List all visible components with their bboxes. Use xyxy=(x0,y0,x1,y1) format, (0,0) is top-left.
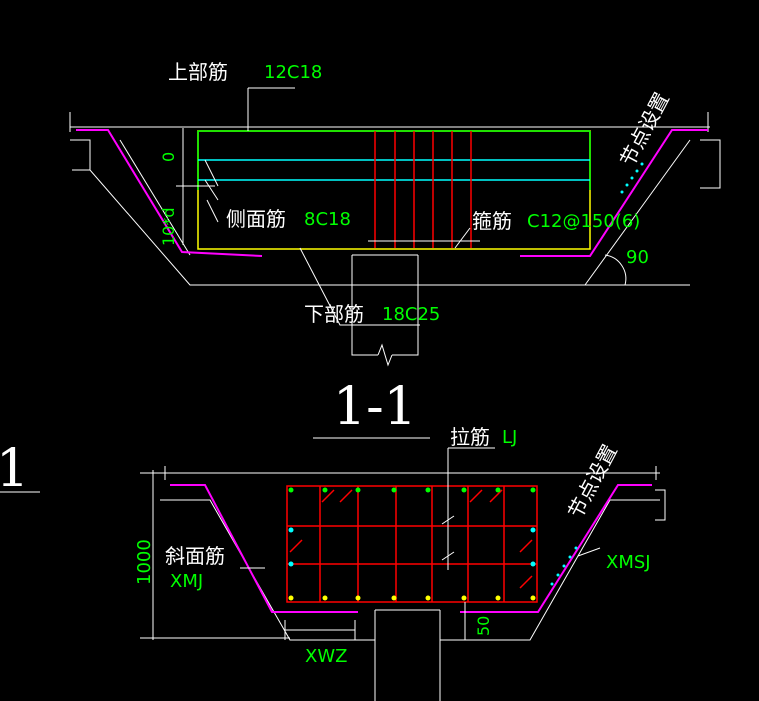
bottom-bar-label: 下部筋 xyxy=(304,302,364,326)
rebar-dots xyxy=(288,487,536,601)
pit-outline-right xyxy=(440,499,660,641)
slope-bar-left-bottom xyxy=(170,484,358,613)
stirrup-label: 箍筋 xyxy=(472,209,512,233)
tie-bar-leader-tick-1 xyxy=(441,515,455,525)
node-dots-top xyxy=(620,162,644,194)
stirrup-value: C12@150(6) xyxy=(527,211,640,232)
section-title-group: 1-1 1 xyxy=(0,377,430,499)
bottom-bar-value: 18C25 xyxy=(382,304,440,325)
dim-10d: 10*d xyxy=(159,207,178,246)
slope-bar-right-bottom xyxy=(460,484,652,613)
slope-stirrup-value: XMSJ xyxy=(606,552,651,573)
stirrup-leader xyxy=(454,227,471,249)
dim-xwz: XWZ xyxy=(305,646,347,667)
slope-bar-value: XMJ xyxy=(170,571,203,592)
tie-bar-value: LJ xyxy=(502,427,517,448)
top-bar-label: 上部筋 xyxy=(168,60,228,84)
section-title: 1-1 xyxy=(333,377,417,437)
pit-slope-right xyxy=(584,139,691,286)
slope-bar-right xyxy=(520,129,708,257)
tie-bar-label: 拉筋 xyxy=(450,425,490,449)
rebar-cage-grid xyxy=(287,486,537,602)
tie-bar-leader-tick-2 xyxy=(441,551,455,561)
leader-side-bar-2 xyxy=(204,179,219,201)
dim-1000: 1000 xyxy=(134,539,155,585)
pit-slope-left xyxy=(119,139,191,256)
column-left-edge xyxy=(351,255,378,356)
angle-value: 90 xyxy=(626,247,649,268)
rebar-cage-outline xyxy=(286,485,538,603)
stirrup-group xyxy=(374,131,472,248)
column-break-symbol xyxy=(377,343,393,367)
leader-side-bar-3 xyxy=(206,199,219,223)
dim-zero: 0 xyxy=(159,152,178,162)
node-dots-bottom xyxy=(550,546,578,586)
slab-edge-right xyxy=(700,139,721,189)
top-bar-value: 12C18 xyxy=(264,62,322,83)
side-bar-value: 8C18 xyxy=(304,209,351,230)
slope-bar-left xyxy=(76,129,263,257)
slope-stirrup-leader xyxy=(577,547,601,557)
column-right-edge xyxy=(392,255,419,356)
slab-edge-right-bottom xyxy=(655,489,666,521)
left-edge-mark: 1 xyxy=(0,439,29,499)
tie-hooks xyxy=(289,489,533,589)
side-bar-label: 侧面筋 xyxy=(226,207,286,231)
pit-outline xyxy=(72,169,690,286)
dim-50: 50 xyxy=(474,616,493,636)
leader-side-bar-1 xyxy=(204,159,219,187)
bottom-bar-leader xyxy=(299,247,420,326)
angle-arc xyxy=(604,254,627,286)
slope-bar-label: 斜面筋 xyxy=(165,544,225,568)
